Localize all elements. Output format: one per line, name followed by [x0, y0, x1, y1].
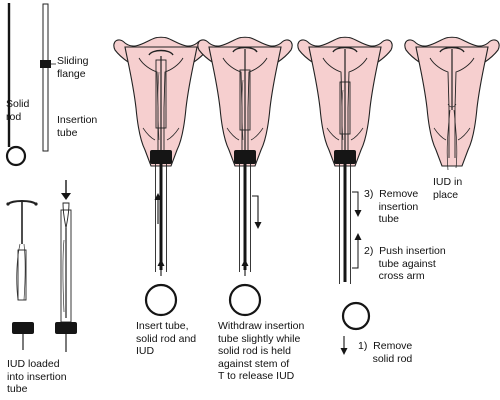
- step1-caption: Insert tube, solid rod and IUD: [136, 320, 197, 357]
- iud-t-figure: [6, 200, 38, 350]
- sliding-flange-label: Sliding flange: [57, 55, 89, 80]
- uterus-step-4: [404, 36, 500, 171]
- remove-insertion-tube-label: 3) Remove insertion tube: [364, 188, 419, 225]
- solid-rod-figure: [5, 3, 27, 167]
- uterus-step-1: [113, 36, 209, 317]
- solid-rod-label: Solid rod: [6, 98, 30, 123]
- step2-caption: Withdraw insertion tube slightly while s…: [218, 320, 305, 382]
- iud-loaded-figure: [55, 180, 77, 352]
- uterus-step-3: [297, 36, 393, 355]
- iud-loaded-label: IUD loaded into insertion tube: [7, 358, 67, 395]
- insertion-tube-label: Insertion tube: [57, 114, 98, 139]
- iud-in-place-label: IUD in place: [433, 176, 463, 201]
- uterus-step-2: [197, 36, 293, 317]
- remove-solid-rod-label: 1) Remove solid rod: [358, 340, 413, 365]
- push-insertion-tube-label: 2) Push insertion tube against cross arm: [364, 245, 446, 282]
- insertion-tube-figure: [40, 3, 56, 152]
